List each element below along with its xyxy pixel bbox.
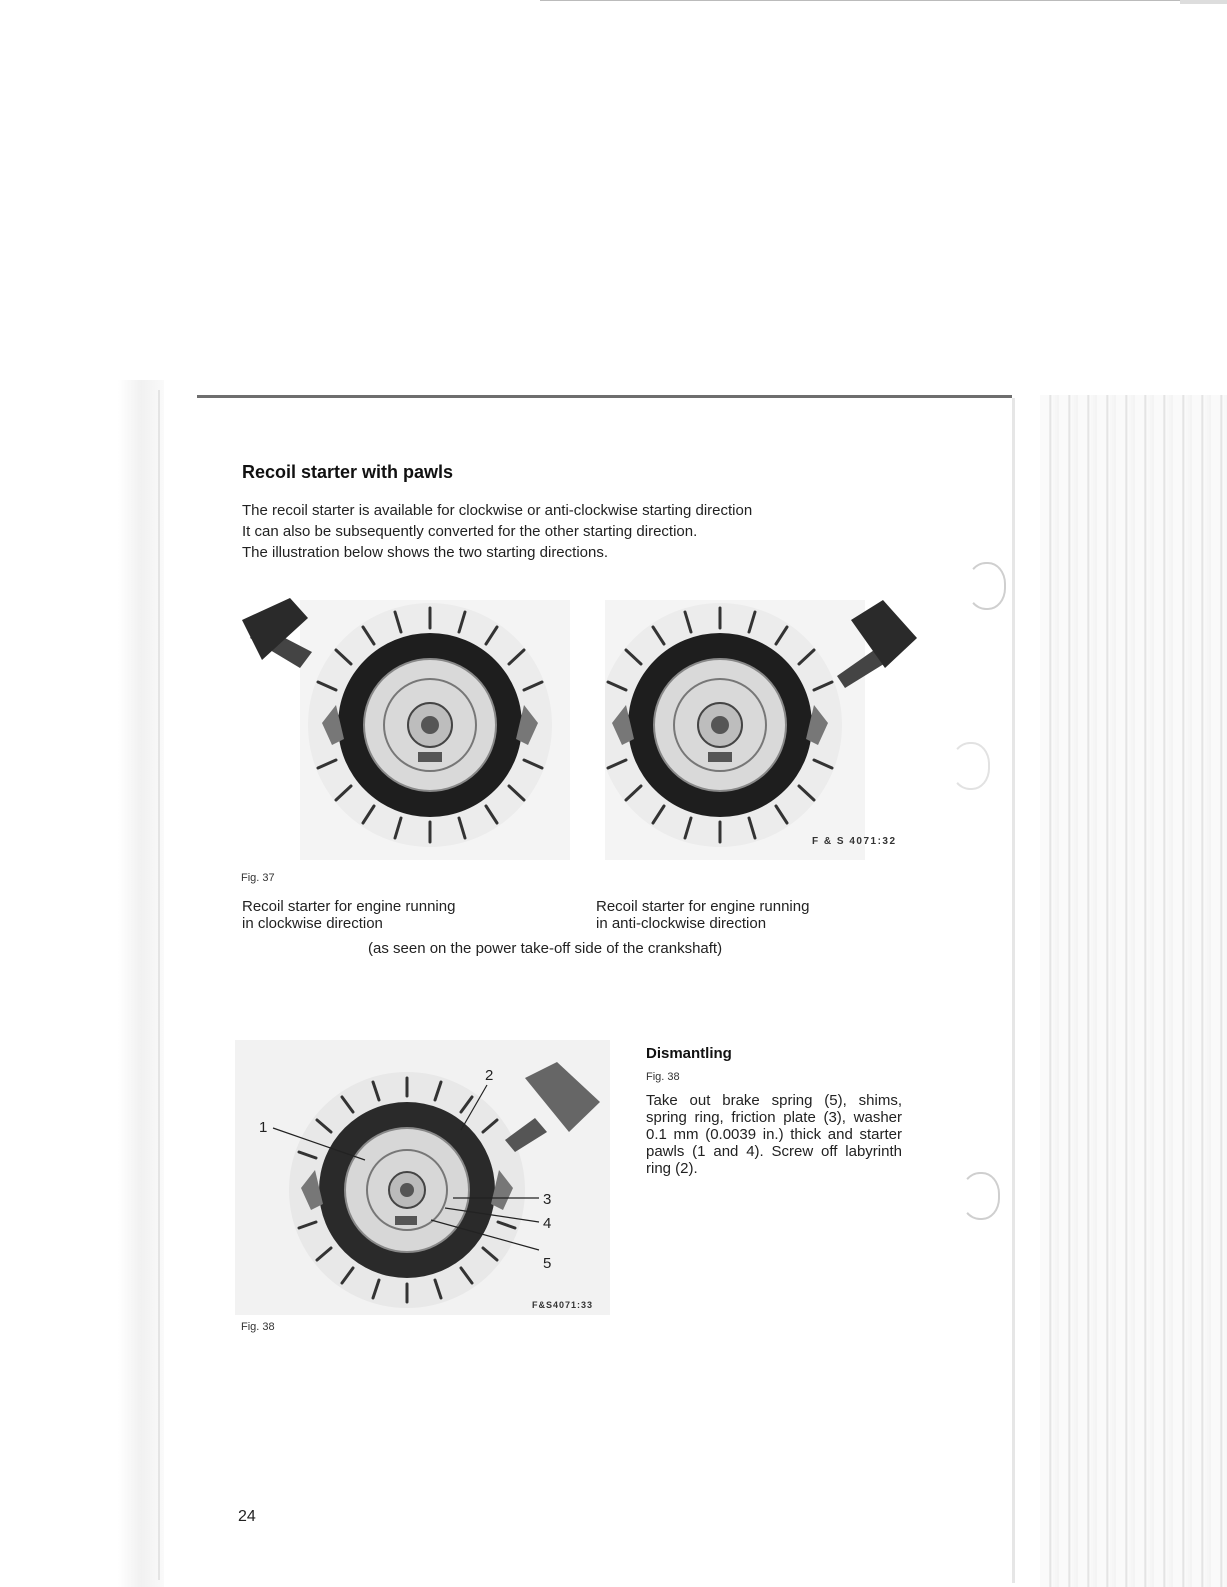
figure-code: F&S4071:33: [532, 1300, 594, 1310]
intro-line: The illustration below shows the two sta…: [242, 544, 609, 561]
starter-photo-clockwise: [242, 598, 570, 860]
page-right-edge: [1012, 398, 1015, 1583]
page-top-border: [197, 395, 1012, 398]
intro-line: The recoil starter is available for cloc…: [242, 502, 753, 519]
callout-4: 4: [543, 1215, 551, 1232]
caption-line: in anti-clockwise direction: [596, 915, 767, 932]
viewing-note: (as seen on the power take-off side of t…: [368, 940, 723, 957]
caption-anticlockwise: Recoil starter for engine running in ant…: [596, 898, 809, 932]
starter-photo-dismantling: 1 2 3 4 5: [235, 1040, 610, 1315]
figure-code: F & S 4071:32: [812, 836, 897, 847]
page-tab-marker: [966, 562, 1006, 610]
dismantling-text: Take out brake spring (5), shims, spring…: [646, 1092, 902, 1177]
intro-line: It can also be subsequently converted fo…: [242, 523, 698, 540]
callout-1: 1: [259, 1119, 267, 1136]
intro-paragraph: The recoil starter is available for cloc…: [242, 500, 882, 563]
caption-line: in clockwise direction: [242, 915, 383, 932]
caption-clockwise: Recoil starter for engine running in clo…: [242, 898, 455, 932]
caption-line: Recoil starter for engine running: [596, 898, 810, 915]
scan-top-line: [540, 0, 1227, 1]
callout-2: 2: [485, 1067, 493, 1084]
scan-top-line-right: [1180, 0, 1227, 4]
dismantling-fig-ref: Fig. 38: [646, 1071, 680, 1083]
caption-line: Recoil starter for engine running: [242, 898, 456, 915]
starter-photo-anticlockwise: [605, 600, 917, 860]
callout-leaders: [272, 1084, 540, 1251]
section-title: Recoil starter with pawls: [242, 462, 454, 482]
page-tab-marker: [960, 1172, 1000, 1220]
dismantling-heading: Dismantling: [646, 1045, 732, 1062]
figure-label: Fig. 37: [241, 872, 275, 884]
binding-shadow: [118, 380, 164, 1587]
page-stack-edges: [1040, 395, 1227, 1587]
callout-5: 5: [543, 1255, 551, 1272]
page-tab-marker: [950, 742, 990, 790]
figure-label: Fig. 38: [241, 1321, 275, 1333]
page-number: 24: [238, 1508, 256, 1525]
page-left-edge: [158, 390, 160, 1580]
callout-3: 3: [543, 1191, 551, 1208]
